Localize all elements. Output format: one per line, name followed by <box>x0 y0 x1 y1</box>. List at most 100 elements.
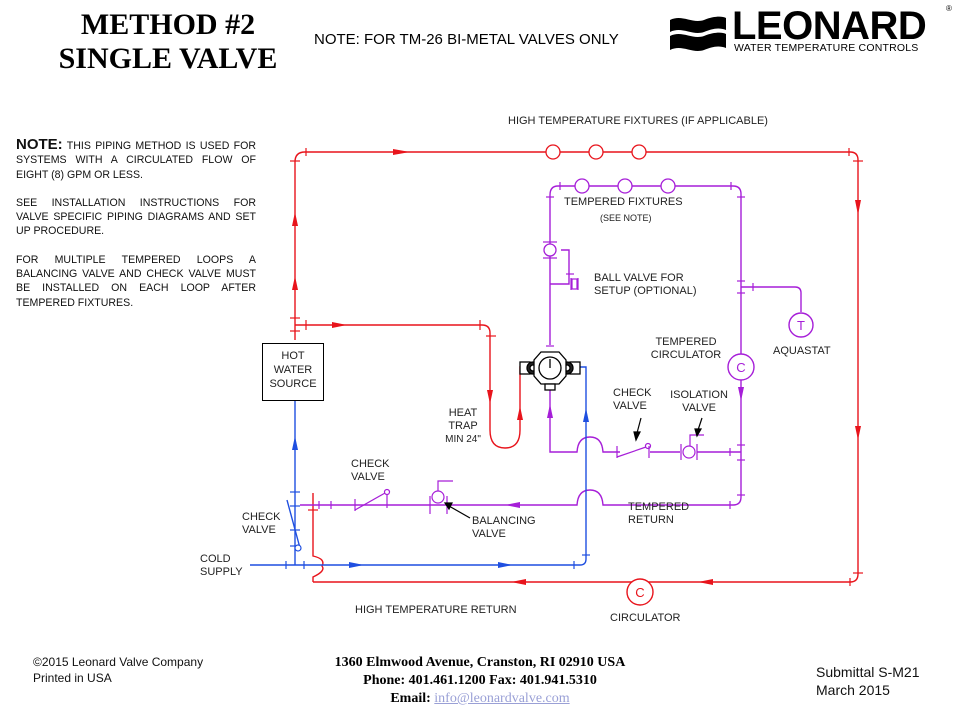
email-label: Email: <box>390 691 435 706</box>
label-balancing-valve-line-2: VALVE <box>472 528 506 540</box>
note-paragraph-1: NOTE: THIS PIPING METHOD IS USED FOR SYS… <box>16 137 256 182</box>
address-text: 1360 Elmwood Avenue, Cranston, RI 02910 … <box>334 655 626 670</box>
flow-arrow-down <box>487 390 493 404</box>
high-temp-fixture <box>545 144 561 160</box>
flow-arrow-up <box>517 406 523 420</box>
tempered-circulator: C <box>727 353 755 381</box>
label-tempered-return-line-1: TEMPERED <box>628 501 690 513</box>
footer-copyright-block: ©2015 Leonard Valve Company Printed in U… <box>33 654 203 686</box>
hot-supply-to-heat-trap <box>295 324 528 449</box>
label-tempered-circulator: TEMPERED CIRCULATOR <box>647 336 725 362</box>
check-valve-left-arm <box>286 499 301 549</box>
tempered-fixtures <box>543 178 676 257</box>
flow-arrow-up <box>292 212 298 226</box>
tempered-outlet-down <box>549 380 620 453</box>
wave-flag-icon <box>670 16 726 51</box>
label-check-valve-cold-line-2: VALVE <box>242 524 276 536</box>
email-line: Email: info@leonardvalve.com <box>300 690 660 708</box>
label-isolation-valve: ISOLATION VALVE <box>667 389 731 415</box>
label-ball-valve-line-2: SETUP (OPTIONAL) <box>594 285 697 297</box>
tempered-aquastat-branch <box>741 286 802 312</box>
tempered-fixture <box>660 178 676 194</box>
cold-water-piping <box>250 366 587 566</box>
leonard-logo: LEONARD ® WATER TEMPERATURE CONTROLS <box>668 4 953 58</box>
page-title: METHOD #2 SINGLE VALVE <box>40 8 296 76</box>
label-balancing-valve-line-1: BALANCING <box>472 515 536 527</box>
label-ball-valve: BALL VALVE FOR SETUP (OPTIONAL) <box>594 272 696 298</box>
title-line-1: METHOD #2 <box>80 8 256 41</box>
hot-return-left <box>312 493 324 582</box>
label-heat-trap-line-3: MIN 24" <box>445 434 481 445</box>
tempered-fixture <box>617 178 633 194</box>
logo-tagline: WATER TEMPERATURE CONTROLS <box>734 42 919 54</box>
tempered-piping <box>300 185 802 506</box>
flow-arrow-up <box>547 404 553 418</box>
circulator-symbol: C <box>635 585 644 600</box>
tempered-fixture-setup-port <box>543 243 557 257</box>
notes-block: NOTE: THIS PIPING METHOD IS USED FOR SYS… <box>16 137 256 324</box>
logo-wordmark: LEONARD <box>732 4 927 48</box>
label-check-valve-cold-line-1: CHECK <box>242 511 281 523</box>
submittal-number: Submittal S-M21 <box>816 664 920 680</box>
hws-line-3: SOURCE <box>269 378 317 390</box>
label-check-valve-tempered-line-2: VALVE <box>613 400 647 412</box>
label-circulator: CIRCULATOR <box>610 612 681 624</box>
high-temp-fixtures <box>545 144 647 160</box>
footer-contact-block: 1360 Elmwood Avenue, Cranston, RI 02910 … <box>300 654 660 708</box>
label-check-valve-tempered-line-1: CHECK <box>613 387 652 399</box>
flow-arrow-up <box>292 436 298 450</box>
phone-fax-text: Phone: 401.461.1200 Fax: 401.941.5310 <box>363 673 597 688</box>
flow-arrow-right <box>498 562 513 568</box>
label-check-valve-return-line-1: CHECK <box>351 458 390 470</box>
flow-arrow-down <box>855 426 861 440</box>
flow-arrow-right <box>393 149 410 155</box>
flow-arrow-left <box>505 502 520 508</box>
tempered-ball-valve-branch <box>550 249 570 285</box>
label-high-temp-return: HIGH TEMPERATURE RETURN <box>355 604 517 616</box>
label-tempered-fixtures: TEMPERED FIXTURES <box>564 196 683 208</box>
flow-arrow-left <box>698 579 713 585</box>
label-aquastat: AQUASTAT <box>773 345 831 357</box>
label-cold-supply-line-1: COLD <box>200 553 231 565</box>
label-isolation-valve-line-2: VALVE <box>682 402 716 414</box>
hws-line-1: HOT <box>281 350 305 362</box>
hot-pipe-fittings <box>290 148 863 586</box>
flow-arrow-up <box>292 276 298 290</box>
check-valve-tempered-return <box>354 488 391 511</box>
label-heat-trap-line-1: HEAT <box>448 407 478 419</box>
label-heat-trap: HEAT TRAP MIN 24" <box>438 407 488 446</box>
tempered-circulator-symbol: C <box>736 360 745 375</box>
label-tempered-return: TEMPERED RETURN <box>628 501 689 527</box>
flow-arrow-left <box>511 579 526 585</box>
flow-arrow-right <box>332 322 347 328</box>
hot-circulator: C <box>626 578 654 606</box>
tempered-flow-arrows <box>505 387 744 508</box>
note-paragraph-2: SEE INSTALLATION INSTRUCTIONS FOR VALVE … <box>16 196 256 238</box>
aquastat-symbol: T <box>797 318 805 333</box>
check-valve-tempered-supply <box>616 442 652 458</box>
tempered-fixture <box>574 178 590 194</box>
hws-line-2: WATER <box>273 364 313 376</box>
header-note: NOTE: FOR TM-26 BI-METAL VALVES ONLY <box>314 31 619 48</box>
high-temp-fixture <box>588 144 604 160</box>
title-line-2: SINGLE VALVE <box>58 42 278 75</box>
label-ball-valve-line-1: BALL VALVE FOR <box>594 272 684 284</box>
mixing-valve-icon <box>519 351 581 391</box>
high-temp-fixture <box>631 144 647 160</box>
label-check-valve-cold: CHECK VALVE <box>242 511 281 537</box>
tempered-pipe-fittings <box>318 182 754 509</box>
registered-mark: ® <box>946 4 952 13</box>
callout-leaders <box>443 417 703 519</box>
label-tempered-circulator-line-1: TEMPERED <box>655 336 717 348</box>
hot-water-piping <box>294 151 859 583</box>
label-balancing-valve: BALANCING VALVE <box>472 515 536 541</box>
hot-water-source: HOT WATER SOURCE <box>262 343 324 401</box>
label-check-valve-tempered: CHECK VALVE <box>613 387 652 413</box>
cold-flow-arrows <box>292 408 589 568</box>
label-see-note: (SEE NOTE) <box>600 213 652 223</box>
note-paragraph-3: FOR MULTIPLE TEMPERED LOOPS A BALANCING … <box>16 253 256 309</box>
label-check-valve-return-line-2: VALVE <box>351 471 385 483</box>
copyright-text: ©2015 Leonard Valve Company <box>33 655 204 669</box>
email-link[interactable]: info@leonardvalve.com <box>434 691 570 706</box>
isolation-valve-symbol <box>680 434 704 460</box>
